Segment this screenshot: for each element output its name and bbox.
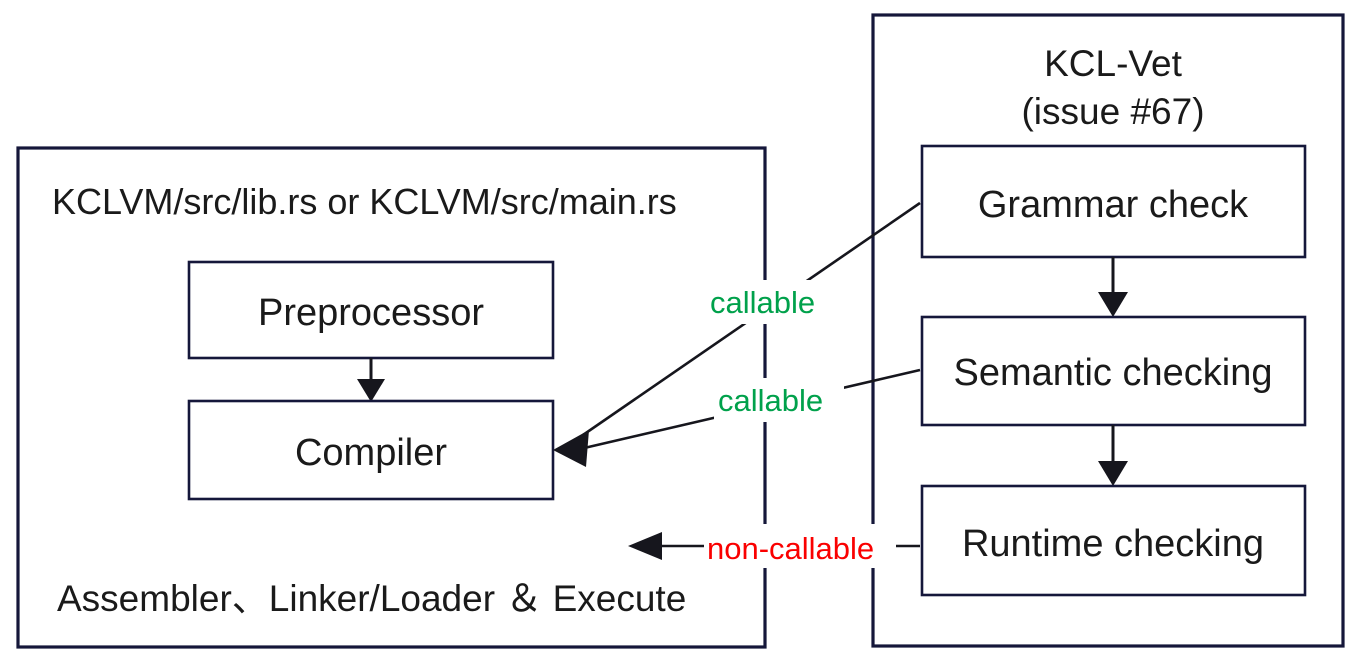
compiler-box[interactable] xyxy=(187,399,555,501)
left-panel-border xyxy=(16,146,767,649)
edge-label-callable-top: callable xyxy=(710,285,815,320)
semantic-checking-box[interactable] xyxy=(920,315,1307,427)
right-panel-title-line1: KCL-Vet xyxy=(1044,43,1183,84)
edge-label-non-callable-backdrop xyxy=(704,524,896,568)
compiler-incoming-arrowhead xyxy=(553,430,589,467)
edge-label-callable-bottom: callable xyxy=(718,383,823,418)
right-panel-title-line2: (issue #67) xyxy=(1021,91,1204,132)
compiler-label: Compiler xyxy=(295,432,447,474)
left-panel-caption: KCLVM/src/lib.rs or KCLVM/src/main.rs xyxy=(52,181,677,222)
edge-label-callable-top-group: callable xyxy=(706,280,832,324)
preprocessor-label: Preprocessor xyxy=(258,292,484,334)
edge-label-callable-top-backdrop xyxy=(706,280,832,324)
grammar-check-label: Grammar check xyxy=(978,184,1249,226)
left-panel-footer: Assembler、Linker/Loader ＆ Execute xyxy=(57,578,686,619)
grammar-to-semantic-arrowhead xyxy=(1098,292,1128,317)
semantic-to-runtime-arrowhead xyxy=(1098,461,1128,486)
runtime-checking-box[interactable] xyxy=(920,484,1307,597)
right-panel-border xyxy=(871,13,1345,648)
runtime-to-execute-arrowhead xyxy=(628,532,662,560)
edge-label-callable-bottom-backdrop xyxy=(714,378,844,422)
semantic-checking-label: Semantic checking xyxy=(954,352,1273,394)
edge-label-non-callable-group: non-callable xyxy=(704,524,896,568)
runtime-checking-label: Runtime checking xyxy=(962,523,1264,565)
preprocessor-to-compiler-arrowhead xyxy=(357,379,385,402)
grammar-check-box[interactable] xyxy=(920,144,1307,259)
edge-label-callable-bottom-group: callable xyxy=(714,378,844,422)
grammar-to-compiler-line xyxy=(566,201,921,448)
edge-label-non-callable: non-callable xyxy=(707,531,874,566)
preprocessor-box[interactable] xyxy=(187,260,555,360)
